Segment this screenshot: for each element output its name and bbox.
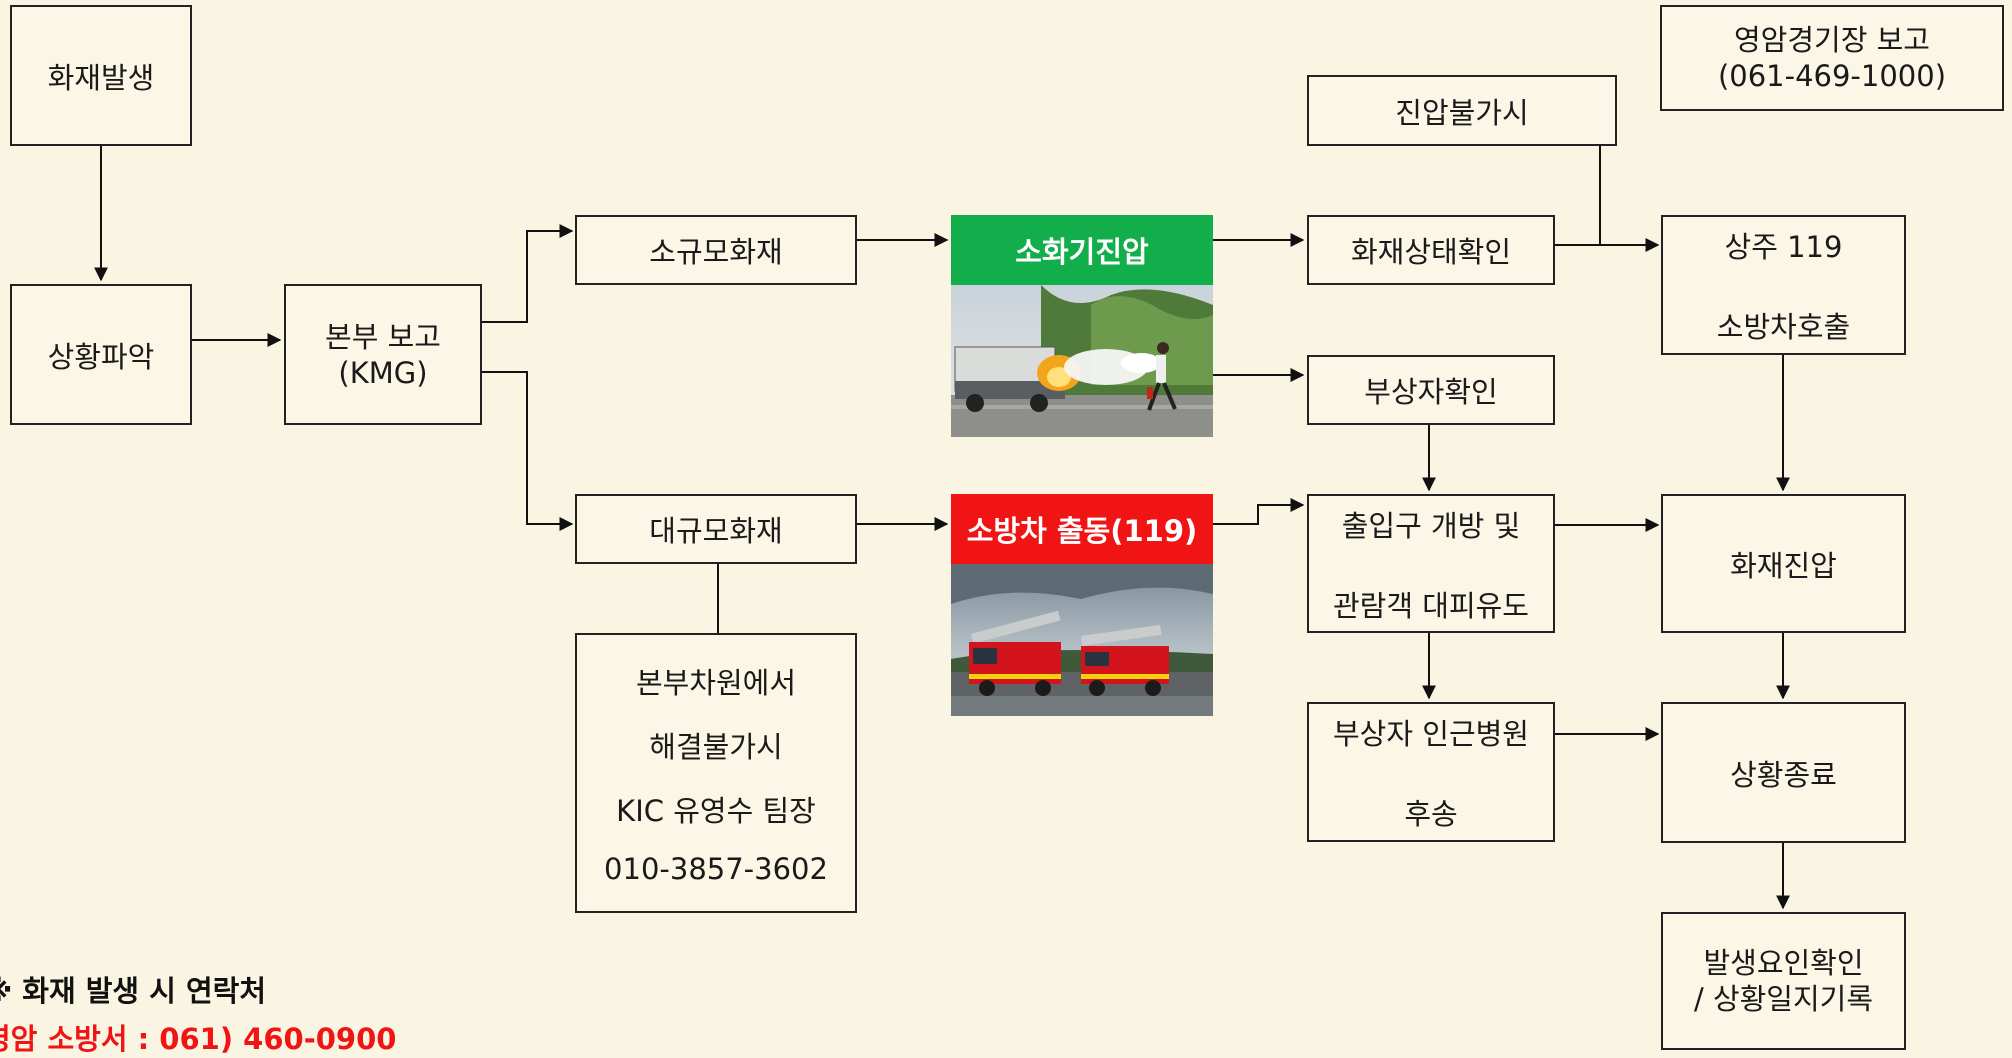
- node-label: 상주 119: [1724, 230, 1843, 264]
- node-label: 상황종료: [1730, 757, 1837, 792]
- node-label: 대규모화재: [649, 514, 783, 548]
- node-cause-record: 발생요인확인 / 상황일지기록: [1661, 912, 1906, 1050]
- arrow-hq-to-large: [482, 371, 574, 531]
- node-label: 소화기진압: [1015, 235, 1149, 269]
- node-fire-status-check: 화재상태확인: [1307, 215, 1555, 285]
- node-label: 출입구 개방 및: [1341, 508, 1521, 543]
- node-label: 화재진압: [1730, 548, 1837, 583]
- node-label: 본부차원에서: [635, 666, 797, 700]
- node-label: (KMG): [338, 355, 428, 390]
- node-label: (061-469-1000): [1717, 59, 1947, 93]
- node-label: 후송: [1404, 797, 1458, 831]
- node-label: / 상황일지기록: [1693, 982, 1874, 1016]
- node-label: KIC 유영수 팀장: [616, 794, 816, 828]
- node-label: 화재상태확인: [1350, 235, 1512, 269]
- node-entrance-evacuation: 출입구 개방 및 관람객 대피유도: [1307, 494, 1555, 633]
- arrow-hq-to-small: [482, 224, 574, 323]
- contact-fire-station: 영암 소방서 : 061) 460-0900: [0, 1022, 397, 1056]
- node-label: 소방차호출: [1716, 310, 1851, 344]
- node-situation-assessment: 상황파악: [10, 284, 192, 425]
- arrow-truck-to-evacuation: [1213, 498, 1305, 525]
- contact-title: ※ 화재 발생 시 연락처: [0, 974, 267, 1008]
- node-casualty-transport: 부상자 인근병원 후송: [1307, 702, 1555, 842]
- node-suppression-impossible: 진압불가시: [1307, 75, 1617, 146]
- node-large-fire: 대규모화재: [575, 494, 857, 564]
- node-casualty-check: 부상자확인: [1307, 355, 1555, 425]
- node-escalation: 본부차원에서 해결불가시 KIC 유영수 팀장 010-3857-3602: [575, 633, 857, 913]
- node-fire-occurrence: 화재발생: [10, 5, 192, 146]
- node-label: 발생요인확인: [1703, 946, 1864, 980]
- node-label: 부상자확인: [1364, 375, 1498, 409]
- node-fire-truck-dispatch: 소방차 출동(119): [951, 494, 1213, 564]
- node-label: 소규모화재: [649, 235, 783, 269]
- node-small-fire: 소규모화재: [575, 215, 857, 285]
- node-situation-end: 상황종료: [1661, 702, 1906, 843]
- node-label: 010-3857-3602: [604, 852, 828, 886]
- node-label: 본부 보고: [325, 319, 441, 354]
- node-fire-suppression: 화재진압: [1661, 494, 1906, 633]
- node-hq-report: 본부 보고 (KMG): [284, 284, 482, 425]
- node-label: 소방차 출동(119): [966, 514, 1198, 548]
- node-label: 화재발생: [47, 60, 155, 95]
- extinguisher-photo: [951, 285, 1213, 437]
- node-label: 부상자 인근병원: [1333, 717, 1529, 751]
- node-extinguisher-suppression: 소화기진압: [951, 215, 1213, 285]
- node-label: 영암경기장 보고: [1734, 23, 1930, 57]
- node-label: 해결불가시: [649, 730, 783, 764]
- fire-truck-photo: [951, 564, 1213, 716]
- node-stationed-119: 상주 119 소방차호출: [1661, 215, 1906, 355]
- node-director-report: 영암경기장 보고 (061-469-1000): [1660, 5, 2004, 111]
- node-label: 상황파악: [47, 339, 155, 374]
- node-label: 관람객 대피유도: [1333, 588, 1529, 623]
- node-label: 진압불가시: [1395, 95, 1529, 130]
